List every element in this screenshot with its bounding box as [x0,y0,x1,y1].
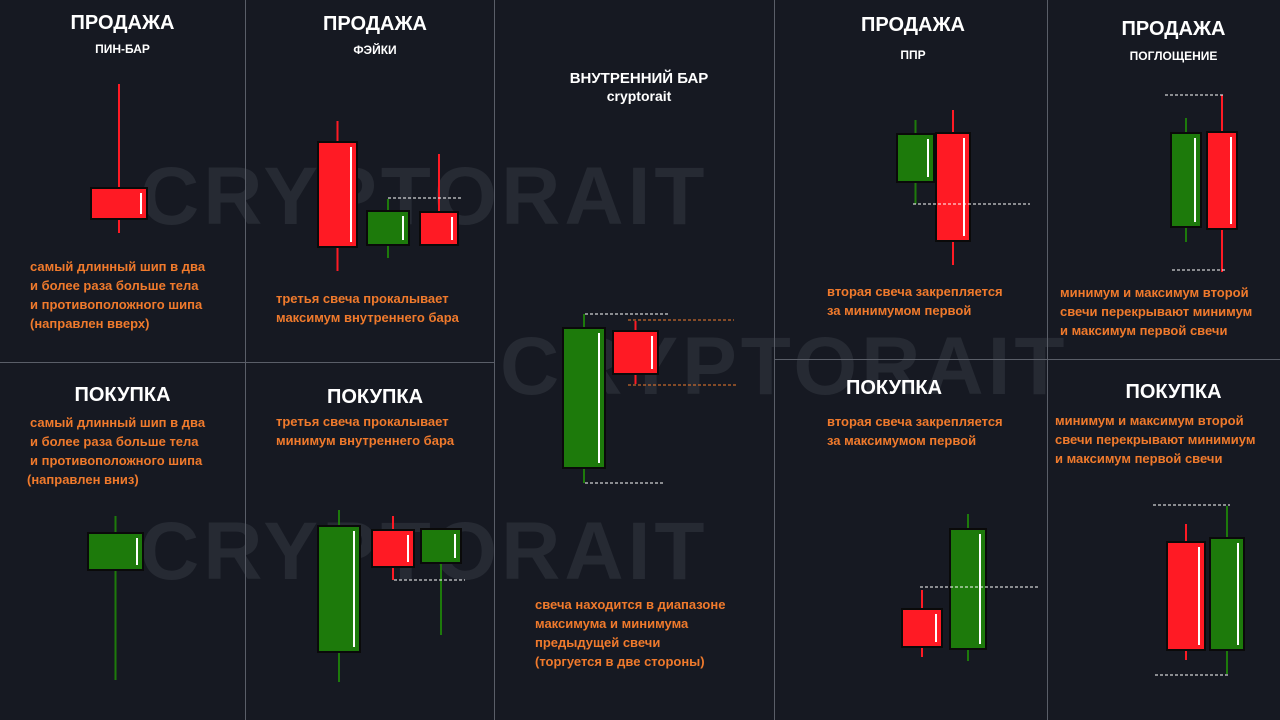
divider [494,0,495,720]
bull-candle-body [1170,132,1202,228]
divider [0,362,494,363]
divider [1047,0,1048,720]
panel-subtitle: ФЭЙКИ [353,43,397,57]
panel-description: третья свеча прокалывает максимум внутре… [276,291,459,325]
panel-title: ПОКУПКА [1125,381,1222,403]
bear-candle-body [90,187,148,220]
panel-description: минимум и максимум второй свечи перекрыв… [1055,413,1256,466]
panel-description: самый длинный шип в два и более раза бол… [30,259,206,331]
divider [245,0,246,720]
panel-subtitle: cryptorait [606,88,672,104]
panel-title: ПРОДАЖА [70,12,175,34]
bull-candle-body [87,532,144,571]
divider [774,359,1280,360]
panel-title: ПОКУПКА [845,377,943,399]
bear-candle-body [1206,131,1238,230]
bear-candle-body [612,330,659,375]
panel-description: самый длинный шип в два и более раза бол… [27,415,206,487]
panel-title: ПОКУПКА [74,384,171,406]
panel-description: свеча находится в диапазоне максимума и … [535,597,726,669]
panel-description: вторая свеча закрепляется за максимумом … [827,414,1003,448]
divider [774,0,775,720]
panel-title: ВНУТРЕННИЙ БАР [569,70,709,87]
panel-description: вторая свеча закрепляется за минимумом п… [827,284,1003,318]
panel-title: ПРОДАЖА [1121,18,1226,40]
panel-title: ПОКУПКА [326,386,424,408]
panel-description: минимум и максимум второй свечи перекрыв… [1060,285,1253,338]
panel-title: ПРОДАЖА [323,13,427,35]
panel-subtitle: ПИН-БАР [95,42,150,56]
panel-title: ПРОДАЖА [861,14,965,36]
panel-description: третья свеча прокалывает минимум внутрен… [276,414,455,448]
panel-subtitle: ПОГЛОЩЕНИЕ [1129,49,1218,63]
panel-subtitle: ППР [900,48,926,62]
